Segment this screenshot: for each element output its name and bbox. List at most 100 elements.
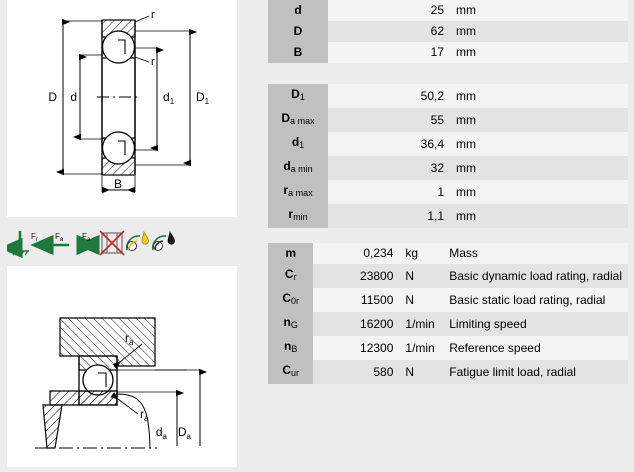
grease-lubrication-icon (126, 231, 149, 251)
row-symbol: rmin (268, 204, 328, 228)
row-value: 55 (328, 108, 450, 132)
radial-load-icon: Fr (0, 231, 38, 259)
left-illustration-column: D d d1 D1 B r r (0, 0, 260, 467)
row-value: 16200 (313, 312, 400, 336)
row-unit: mm (450, 21, 496, 42)
load-and-lubrication-icon-row: Fr Fa Fa (0, 228, 237, 259)
row-symbol: Cur (268, 360, 314, 384)
row-unit: N (399, 288, 444, 312)
row-symbol: ra max (268, 180, 328, 204)
svg-text:r: r (151, 56, 155, 68)
row-unit: 1/min (399, 336, 444, 360)
row-value: 12300 (313, 336, 400, 360)
row-symbol: B (268, 42, 328, 63)
row-value: 11500 (313, 288, 400, 312)
row-value: 62 (328, 21, 450, 42)
row-unit: mm (450, 0, 496, 21)
row-unit: mm (450, 108, 496, 132)
row-unit: 1/min (399, 312, 444, 336)
row-symbol: Cr (268, 264, 314, 288)
row-value: 23800 (313, 264, 400, 288)
svg-text:Fa: Fa (55, 232, 64, 243)
row-description (496, 0, 628, 21)
row-value: 580 (313, 360, 400, 384)
row-unit: mm (450, 204, 496, 228)
axial-load-two-way-icon: Fa (76, 232, 100, 256)
row-symbol: m (268, 243, 314, 264)
row-description (496, 108, 628, 132)
svg-text:D1: D1 (196, 90, 210, 106)
row-symbol: d (268, 0, 328, 21)
row-unit: kg (399, 243, 444, 264)
row-symbol: d1 (268, 132, 328, 156)
row-description (496, 21, 628, 42)
row-description: Limiting speed (443, 312, 628, 336)
row-value: 17 (328, 42, 450, 63)
not-separable-icon (99, 230, 125, 256)
row-unit: mm (450, 156, 496, 180)
svg-text:da: da (156, 425, 168, 441)
row-description (496, 180, 628, 204)
bearing-cross-section-panel: D d d1 D1 B r r (7, 0, 237, 217)
row-unit: N (399, 360, 444, 384)
svg-text:Fa: Fa (82, 232, 91, 243)
row-symbol: nB (268, 336, 314, 360)
row-symbol: C0r (268, 288, 314, 312)
svg-text:ra: ra (125, 331, 134, 347)
row-description (496, 132, 628, 156)
row-symbol: Da max (268, 108, 328, 132)
svg-text:ra: ra (140, 407, 149, 423)
row-unit: mm (450, 84, 496, 108)
row-symbol: D1 (268, 84, 328, 108)
row-value: 1,1 (328, 204, 450, 228)
row-unit: mm (450, 42, 496, 63)
row-description: Fatigue limit load, radial (443, 360, 628, 384)
row-value: 50,2 (328, 84, 450, 108)
row-value: 25 (328, 0, 450, 21)
row-value: 0,234 (313, 243, 400, 264)
svg-text:d1: d1 (163, 90, 175, 106)
row-unit: mm (450, 180, 496, 204)
row-value: 36,4 (328, 132, 450, 156)
row-unit: mm (450, 132, 496, 156)
row-description: Basic static load rating, radial (443, 288, 628, 312)
row-symbol: nG (268, 312, 314, 336)
row-description (496, 156, 628, 180)
svg-text:Fr: Fr (31, 232, 38, 243)
bearing-cross-section-drawing: D d d1 D1 B r r (48, 9, 210, 194)
row-description: Basic dynamic load rating, radial (443, 264, 628, 288)
row-description (496, 204, 628, 228)
oil-lubrication-icon (152, 231, 175, 251)
row-description (496, 84, 628, 108)
row-symbol: D (268, 21, 328, 42)
svg-text:D: D (48, 90, 57, 104)
axial-load-one-way-icon: Fa (30, 232, 69, 256)
row-description: Mass (443, 243, 628, 264)
bearing-mounting-drawing: da Da ra ra (35, 317, 207, 449)
svg-text:B: B (114, 177, 122, 191)
svg-text:r: r (151, 9, 155, 21)
row-description (496, 42, 628, 63)
row-symbol: da min (268, 156, 328, 180)
row-value: 32 (328, 156, 450, 180)
svg-text:Da: Da (178, 425, 192, 441)
